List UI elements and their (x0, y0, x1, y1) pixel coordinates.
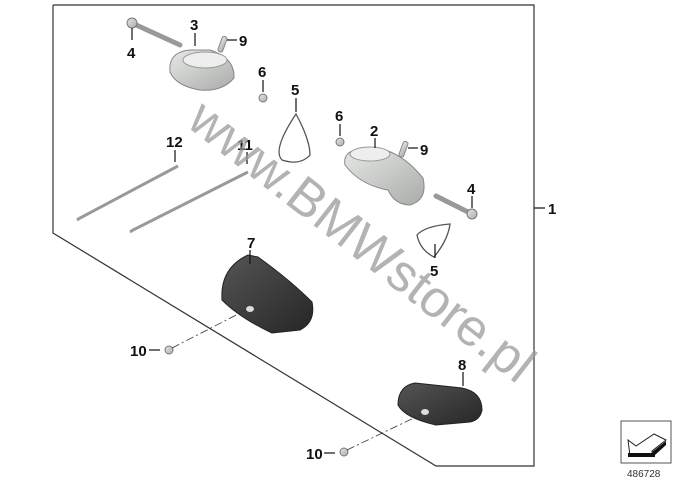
strap-part-5-top (278, 112, 311, 163)
assembly-axis (346, 413, 423, 451)
callout-3: 3 (190, 17, 198, 34)
assembly-frame (52, 4, 535, 467)
callout-1: 1 (548, 201, 556, 218)
cover-hole (421, 409, 429, 415)
bolt-part-4-right (433, 193, 478, 220)
nut-part-6-top (258, 93, 268, 103)
callout-5-bottom: 5 (430, 263, 438, 280)
callout-11: 11 (237, 137, 253, 154)
callout-12: 12 (166, 134, 183, 151)
callout-6-top: 6 (258, 64, 266, 81)
callout-10-left: 10 (130, 343, 147, 360)
strap-part-5-bottom (416, 223, 451, 258)
cover-hole (246, 306, 254, 312)
callout-6-mid: 6 (335, 108, 343, 125)
screw-part-10-b (339, 447, 349, 457)
callout-leaders (131, 28, 473, 454)
callout-4-right: 4 (467, 181, 476, 198)
cover-part-8 (397, 382, 483, 426)
pin-part-9-right (398, 140, 409, 158)
pin-part-9-top (217, 35, 228, 53)
callout-10-bottom: 10 (306, 446, 323, 463)
callout-8: 8 (458, 357, 466, 374)
callout-4-top: 4 (127, 45, 136, 62)
reference-arrow-icon (620, 420, 672, 464)
clamp-part-2 (344, 146, 425, 206)
cable-tie-part-12 (76, 164, 179, 222)
clamp-part-3 (169, 49, 235, 91)
nut-part-6-mid (335, 137, 345, 147)
watermark: www.BMWstore.pl (177, 88, 546, 394)
reference-number: 486728 (627, 469, 661, 480)
callout-9-right: 9 (420, 142, 428, 159)
callout-2: 2 (370, 123, 378, 140)
callout-9-top: 9 (239, 33, 247, 50)
cover-part-7 (221, 254, 314, 334)
callout-7: 7 (247, 235, 255, 252)
bolt-part-4-top (126, 17, 183, 48)
callout-5-top: 5 (291, 82, 299, 99)
assembly-axis (171, 309, 247, 349)
screw-part-10-a (164, 345, 174, 355)
cable-tie-part-11 (129, 170, 249, 234)
